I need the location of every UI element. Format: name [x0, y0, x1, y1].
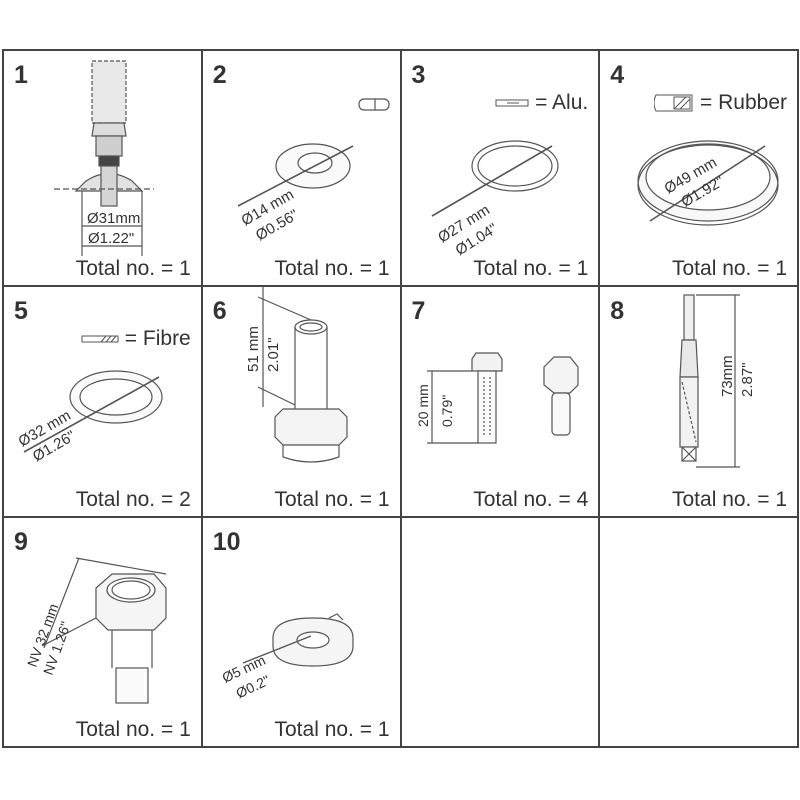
total-count: Total no. = 1	[274, 488, 390, 511]
legend-label: = Fibre	[124, 327, 191, 350]
dim-in: 0.79"	[439, 395, 455, 427]
parts-grid: 1 Ø31mm Ø1.22" Total no. = 1 2	[2, 49, 799, 748]
legend-label: = Rubber	[700, 91, 787, 114]
total-count: Total no. = 1	[274, 718, 390, 741]
empty-cell	[600, 518, 799, 748]
part-number: 8	[610, 297, 625, 325]
total-count: Total no. = 1	[75, 718, 191, 741]
material-legend: = Fibre	[81, 327, 191, 351]
part-number: 1	[14, 61, 28, 89]
total-count: Total no. = 1	[274, 257, 390, 280]
dim-in: Ø1.22"	[88, 230, 134, 247]
alu-washer-drawing: Ø27 mm Ø1.04"	[431, 140, 559, 259]
material-legend: = Rubber	[654, 91, 787, 115]
part-9-cell: 9 NV 32 mm NV 1.26" Total no. = 1	[4, 518, 203, 748]
rubber-symbol-icon	[654, 94, 693, 112]
total-count: Total no. = 1	[672, 257, 787, 280]
circlip-drawing: Ø5 mm Ø0.2"	[219, 613, 354, 701]
part-5-cell: 5 = Fibre Ø32 mm Ø1.26" Total no. = 2	[4, 287, 203, 518]
part-number: 2	[212, 61, 227, 89]
part-number: 3	[411, 61, 426, 89]
part-number: 7	[411, 297, 426, 325]
part-2-cell: 2 Ø14 mm Ø0.56" Total no. = 1	[202, 51, 402, 287]
fibre-washer-drawing: Ø32 mm Ø1.26"	[16, 370, 163, 465]
tube-fitting-drawing: 51 mm 2.01"	[245, 287, 348, 463]
part-10-cell: 10 Ø5 mm Ø0.2" Total no. = 1	[202, 518, 402, 748]
dim-mm: 51 mm	[245, 326, 262, 372]
dim-mm: 20 mm	[415, 384, 431, 427]
legend-label: = Alu.	[535, 91, 589, 114]
bolt-drawing: 20 mm 0.79"	[415, 352, 579, 444]
part-6-cell: 6 51 mm 2.01" Total no. = 1	[202, 287, 402, 518]
material-legend: = Alu.	[495, 91, 588, 115]
total-count: Total no. = 1	[672, 488, 787, 511]
total-count: Total no. = 2	[75, 488, 191, 511]
part-number: 9	[14, 528, 28, 556]
fibre-symbol-icon	[81, 335, 119, 343]
valve-core-drawing: Ø31mm Ø1.22"	[54, 60, 154, 256]
part-number: 5	[14, 297, 28, 325]
empty-cell	[401, 518, 601, 748]
dim-in: 2.87"	[739, 362, 756, 397]
alu-symbol-icon	[495, 99, 529, 107]
part-number: 10	[212, 528, 241, 556]
total-count: Total no. = 4	[473, 488, 589, 511]
dim-in: 2.01"	[265, 337, 282, 372]
part-7-cell: 7 20 mm 0.79" Total no. = 4	[401, 287, 601, 518]
armature-drawing: 73mm 2.87"	[679, 294, 756, 468]
rubber-ring-drawing: Ø49 mm Ø1.92"	[637, 140, 779, 226]
hex-nut-drawing: NV 32 mm NV 1.26"	[24, 557, 167, 704]
total-count: Total no. = 1	[473, 257, 589, 280]
part-1-cell: 1 Ø31mm Ø1.22" Total no. = 1	[4, 51, 203, 287]
dim-mm: 73mm	[719, 355, 736, 397]
part-8-cell: 8 73mm 2.87" Total no. = 1	[600, 287, 799, 518]
part-3-cell: 3 = Alu. Ø27 mm Ø1.04" Total no. = 1	[401, 51, 601, 287]
total-count: Total no. = 1	[75, 257, 191, 280]
dim-mm: Ø31mm	[87, 210, 140, 227]
part-4-cell: 4 = Rubber Ø49 mm Ø1.92" Total no. = 1	[600, 51, 799, 287]
part-number: 6	[212, 297, 227, 325]
seal-ring-drawing: Ø14 mm Ø0.56"	[237, 98, 390, 244]
part-number: 4	[610, 61, 625, 89]
